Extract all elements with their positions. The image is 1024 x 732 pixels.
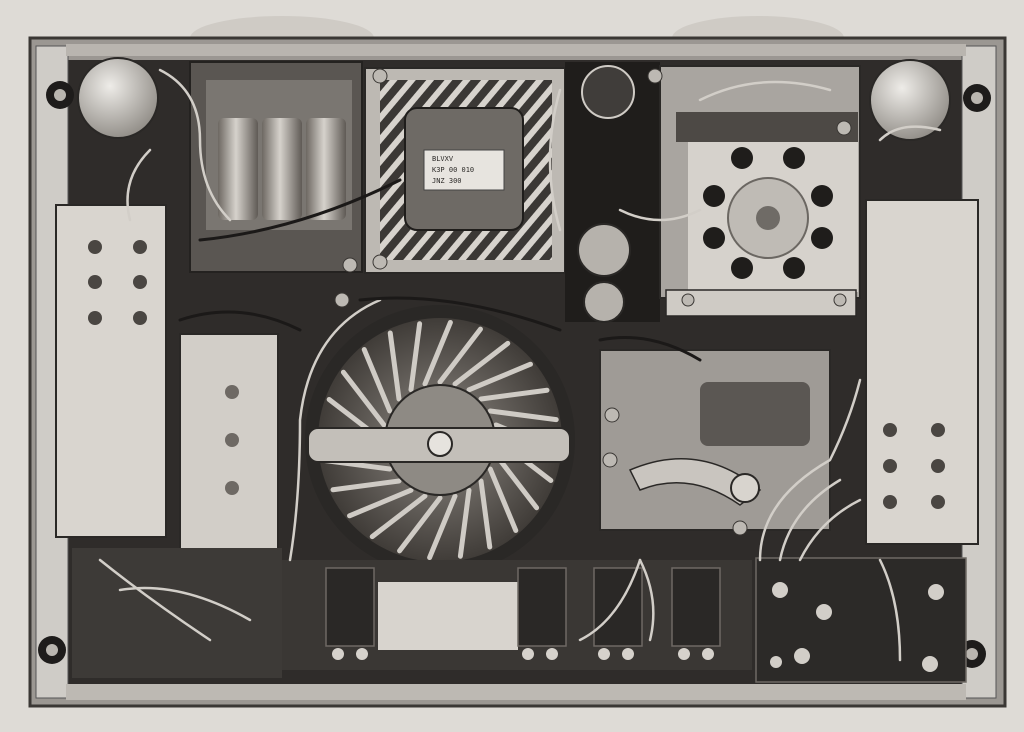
screw-icon	[88, 240, 147, 325]
fan-blade	[478, 478, 493, 550]
electrolytic-capacitor	[262, 118, 302, 220]
fan-blade	[422, 319, 453, 387]
fan-blade	[487, 466, 519, 533]
wiring	[98, 68, 942, 662]
electrolytic-capacitor	[306, 118, 346, 220]
fan-blade	[347, 487, 414, 519]
grommet-icon	[46, 81, 74, 109]
bottom-rail	[66, 684, 966, 700]
screw-icon	[334, 68, 852, 536]
fan-blade	[408, 321, 423, 393]
fan-blade	[437, 326, 483, 385]
motor-bracket-bolt	[427, 431, 453, 457]
terminal-strip	[676, 112, 858, 142]
shield-plate-left	[55, 204, 167, 538]
round-capacitor	[583, 281, 625, 323]
lever-arm	[628, 458, 762, 506]
fan-blade	[397, 495, 443, 554]
tube-socket-center	[756, 206, 780, 230]
relay-blocks	[325, 567, 721, 647]
grommet-icon	[963, 84, 991, 112]
can-capacitor-top-left	[77, 57, 159, 139]
pivot	[730, 473, 760, 503]
grommet-icon	[38, 636, 66, 664]
fan-blade	[466, 361, 533, 393]
fan-blade	[478, 387, 550, 402]
transformer-label-line-1: BLVXV	[432, 155, 454, 163]
transformer-label-sticker	[423, 149, 505, 191]
fan-blade	[330, 478, 402, 493]
fan-blade	[452, 340, 511, 387]
fan-blade	[387, 330, 402, 402]
round-capacitor	[581, 65, 635, 119]
socket-holes	[703, 147, 833, 279]
screw-icon	[883, 423, 945, 509]
fan-blade	[427, 493, 458, 561]
fan-blade	[457, 487, 472, 559]
solenoid	[700, 382, 810, 446]
fan-blade	[493, 452, 540, 511]
wiring-dark	[178, 178, 702, 362]
can-capacitor-top-right	[869, 59, 951, 141]
fan-blade	[361, 347, 393, 414]
wiring-cluster-bottom-left	[72, 548, 282, 678]
fan-blade	[340, 369, 387, 428]
electrolytic-capacitor	[218, 118, 258, 220]
screw-icon	[770, 582, 944, 672]
bottom-light-panel	[378, 582, 518, 650]
bracket-bar	[665, 289, 857, 317]
round-capacitor	[577, 223, 631, 277]
top-rail	[66, 44, 966, 56]
transformer-label-line-2: K3P 00 010	[432, 166, 474, 174]
fan-blade	[487, 408, 559, 423]
terminal-posts	[332, 648, 714, 660]
screw-icon	[225, 385, 239, 495]
shield-plate-right	[865, 199, 979, 545]
transformer-label-line-3: JNZ 300	[432, 177, 462, 185]
fan-blade	[369, 493, 428, 540]
